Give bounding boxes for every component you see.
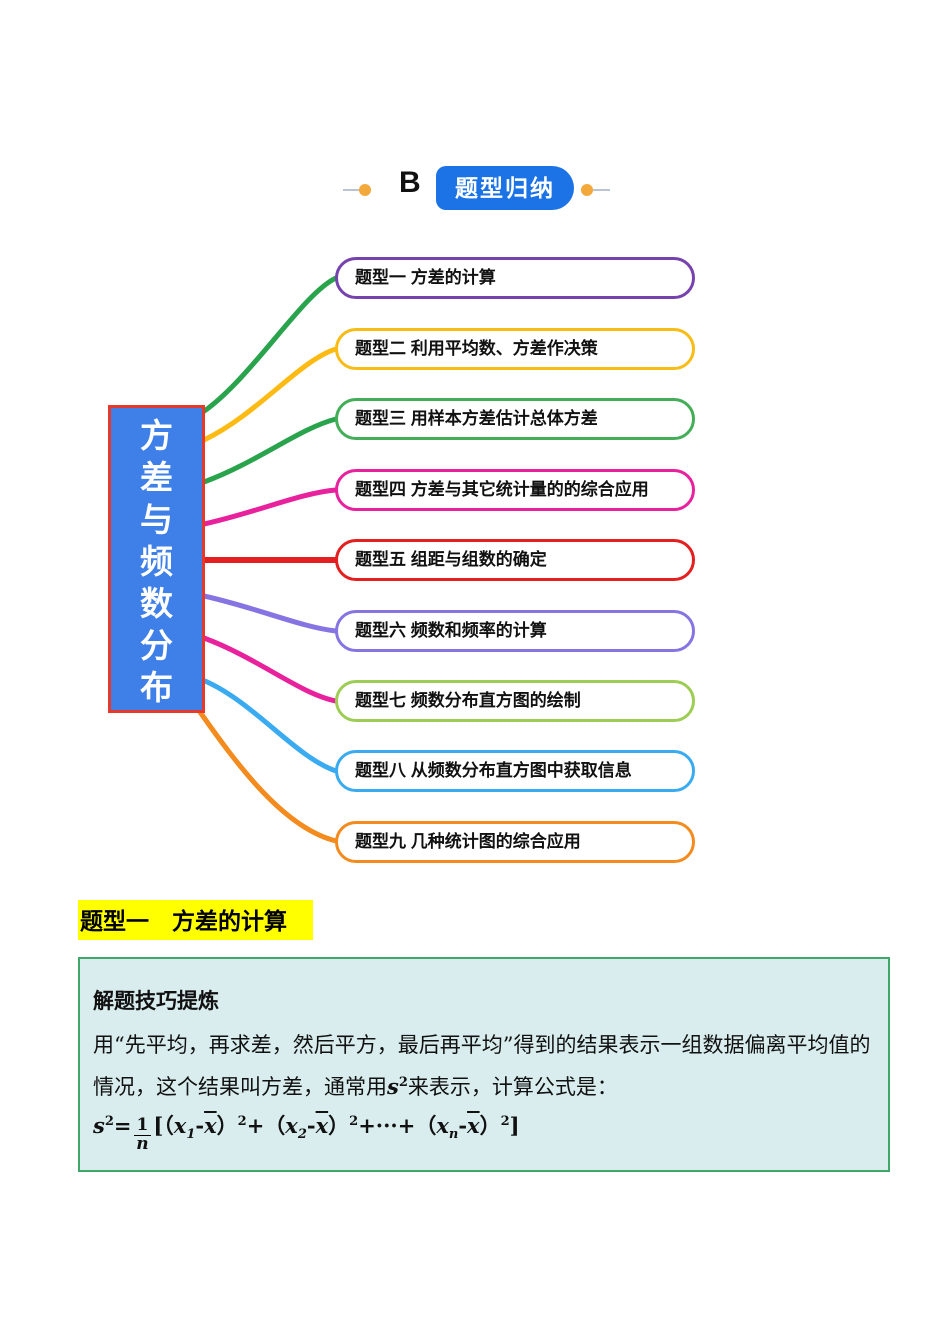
curve-branch-3 bbox=[201, 416, 339, 485]
mindmap-branch-5: 题型五 组距与组数的确定 bbox=[335, 539, 695, 581]
tip-box-title: 解题技巧提炼 bbox=[93, 988, 219, 1013]
curve-branch-1 bbox=[200, 275, 339, 415]
section-heading: 题型一 方差的计算 bbox=[78, 900, 313, 940]
s-symbol: s bbox=[387, 1074, 399, 1099]
curve-branch-9 bbox=[197, 709, 339, 844]
decor-line-left bbox=[343, 189, 360, 191]
mindmap-branch-7: 题型七 频数分布直方图的绘制 bbox=[335, 680, 695, 722]
tip-box: 解题技巧提炼 用“先平均，再求差，然后平方，最后再平均”得到的结果表示一组数据偏… bbox=[78, 957, 890, 1172]
decor-dot-right-icon bbox=[581, 184, 593, 196]
tip-box-paragraph: 用“先平均，再求差，然后平方，最后再平均”得到的结果表示一组数据偏离平均值的情况… bbox=[93, 1033, 871, 1099]
mindmap-branch-3: 题型三 用样本方差估计总体方差 bbox=[335, 398, 695, 440]
formula-term-2: （x2-x）2 bbox=[264, 1113, 359, 1143]
decor-dot-left-icon bbox=[359, 184, 371, 196]
mindmap-branch-6: 题型六 频数和频率的计算 bbox=[335, 610, 695, 652]
mindmap-central-topic: 方差与频数分布 bbox=[108, 405, 205, 713]
curve-branch-6 bbox=[201, 593, 339, 634]
curve-branch-2 bbox=[201, 346, 339, 443]
mindmap-branch-1: 题型一 方差的计算 bbox=[335, 257, 695, 299]
formula-term-n: （xn-x）2 bbox=[415, 1113, 510, 1143]
mindmap-branch-9: 题型九 几种统计图的综合应用 bbox=[335, 821, 695, 863]
section-letter: B bbox=[399, 166, 421, 199]
section-badge: 题型归纳 bbox=[436, 166, 574, 210]
decor-line-right bbox=[593, 189, 610, 191]
mindmap-branch-2: 题型二 利用平均数、方差作决策 bbox=[335, 328, 695, 370]
curve-branch-4 bbox=[201, 487, 339, 527]
curve-branch-7 bbox=[201, 635, 339, 704]
mindmap-branch-4: 题型四 方差与其它统计量的的综合应用 bbox=[335, 469, 695, 511]
mindmap-branch-8: 题型八 从频数分布直方图中获取信息 bbox=[335, 750, 695, 792]
central-topic-text: 方差与频数分布 bbox=[140, 417, 173, 706]
formula-term-1: （x1-x）2 bbox=[163, 1113, 247, 1143]
curve-branch-8 bbox=[202, 678, 339, 774]
